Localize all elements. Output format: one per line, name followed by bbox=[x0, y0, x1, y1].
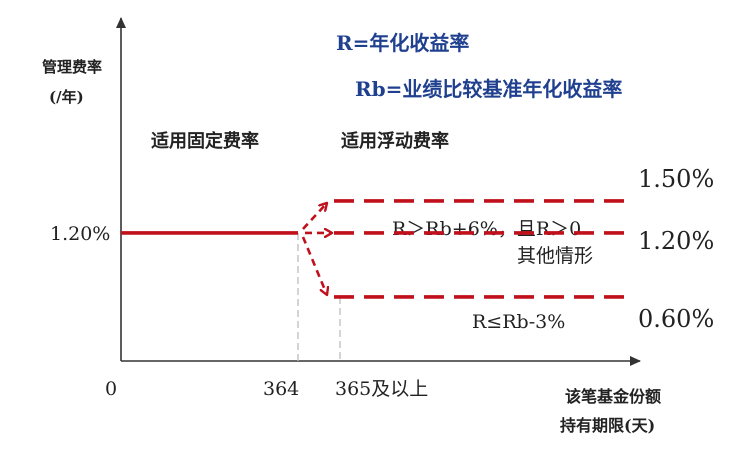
legend-r-definition: R=年化收益率 bbox=[336, 31, 469, 55]
legend-rb-definition: Rb=业绩比较基准年化收益率 bbox=[355, 77, 622, 101]
level-condition-label: 其他情形 bbox=[517, 245, 593, 267]
y-tick-label: 1.20% bbox=[50, 223, 110, 245]
x-axis-label: 该笔基金份额 bbox=[565, 387, 661, 406]
x-tick-label-364: 364 bbox=[263, 378, 299, 400]
x-tick-label-0: 0 bbox=[105, 378, 117, 400]
floating-phase-label: 适用浮动费率 bbox=[341, 130, 449, 152]
fixed-phase-label: 适用固定费率 bbox=[151, 130, 259, 152]
level-value-label: 1.20% bbox=[638, 227, 714, 255]
chart-marks: 1.50% R＞Rb+6%，且R＞0 1.20% 其他情形 0.60% R≤Rb-3% bbox=[121, 165, 714, 361]
level-value-label: 0.60% bbox=[638, 305, 714, 333]
x-axis-unit: 持有期限(天) bbox=[560, 416, 655, 435]
level-condition-label: R＞Rb+6%，且R＞0 bbox=[392, 218, 581, 240]
level-value-label: 1.50% bbox=[638, 165, 714, 193]
x-tick-label-365: 365及以上 bbox=[335, 378, 428, 400]
branch-arrow-2 bbox=[301, 236, 327, 295]
level-condition-label: R≤Rb-3% bbox=[472, 311, 565, 333]
y-axis-unit: (/年) bbox=[49, 88, 84, 106]
y-axis-label: 管理费率 bbox=[42, 58, 102, 76]
branch-arrow-0 bbox=[302, 203, 327, 230]
